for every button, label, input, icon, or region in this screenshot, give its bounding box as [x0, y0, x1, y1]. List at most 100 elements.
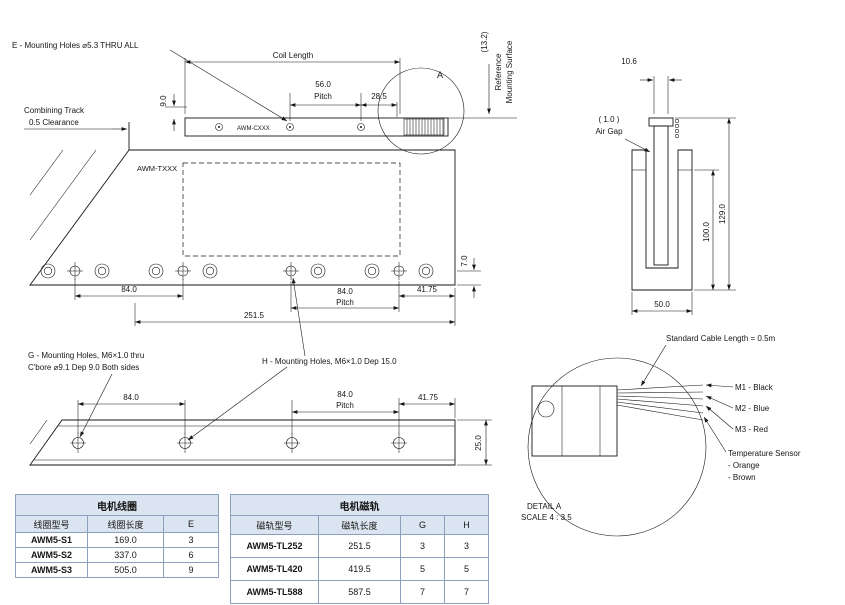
dim-pitch-label: Pitch — [336, 401, 354, 410]
table-row: AWM5-S1 169.0 3 — [15, 532, 219, 548]
dim-41-75: 41.75 — [417, 285, 438, 294]
detail-a-view: Standard Cable Length = 0.5m M1 - Black … — [521, 334, 801, 537]
table-cell: 7 — [444, 580, 489, 604]
hole-centerline — [70, 433, 86, 453]
hole-centerline — [391, 433, 407, 453]
side-view: G - Mounting Holes, M6×1.0 thru C'bore ⌀… — [28, 277, 492, 466]
leader-e — [169, 49, 288, 122]
hole-centerline — [175, 262, 191, 280]
table-cell: AWM5-TL588 — [230, 580, 319, 604]
table-cell: 419.5 — [318, 557, 401, 581]
table-cell: AWM5-S3 — [15, 562, 88, 578]
table-row: AWM5-S3 505.0 9 — [15, 562, 219, 578]
leader-g — [79, 373, 113, 438]
wire-dot — [675, 129, 679, 133]
table-cell: 587.5 — [318, 580, 401, 604]
hole-e-center — [289, 126, 291, 128]
coil-part-number: AWM-CXXX — [237, 126, 270, 132]
dim-10-6: 10.6 — [621, 57, 637, 66]
cable-wires — [616, 384, 704, 421]
dim-100: 100.0 — [702, 221, 711, 242]
break-line — [29, 149, 64, 196]
wire — [616, 401, 704, 414]
label-temp-orange: - Orange — [728, 461, 760, 470]
hole-e-center — [360, 126, 362, 128]
break-line — [29, 419, 48, 445]
coil-body — [184, 117, 449, 137]
hole-cbore-inner — [421, 266, 431, 276]
table-row: AWM5-TL588 587.5 7 7 — [230, 580, 489, 604]
track-table-header-model: 磁轨型号 — [230, 515, 319, 535]
hole-cbore — [418, 263, 434, 279]
dim-coil-length-label: Coil Length — [273, 51, 313, 60]
dim-129: 129.0 — [718, 203, 727, 224]
wire — [616, 404, 704, 421]
dim-28-5: 28.5 — [371, 92, 387, 101]
wire — [616, 395, 704, 400]
note-g-line2: C'bore ⌀9.1 Dep 9.0 Both sides — [28, 363, 139, 372]
dim-50: 50.0 — [654, 300, 670, 309]
hole-e — [215, 123, 223, 131]
table-cell: 251.5 — [318, 534, 401, 558]
table-row: AWM5-TL420 419.5 5 5 — [230, 557, 489, 581]
coil-table-title: 电机线圈 — [15, 494, 219, 516]
coil-mounting-holes-e — [215, 123, 365, 131]
reference-surface-label-1: Reference — [494, 53, 503, 90]
leader-h-top — [291, 277, 306, 357]
air-gap-label: Air Gap — [595, 127, 623, 136]
dim-13-2: (13.2) — [480, 31, 489, 52]
hole-cbore-inner — [97, 266, 107, 276]
hole-centerline — [283, 262, 299, 280]
track-table-header-g: G — [400, 515, 445, 535]
track-table-title: 电机磁轨 — [230, 494, 489, 516]
side-holes — [70, 433, 407, 453]
dim-84-left: 84.0 — [123, 393, 139, 402]
leader-cable — [640, 344, 667, 387]
table-cell: 337.0 — [87, 547, 164, 563]
note-combining-track-1: Combining Track — [24, 106, 85, 115]
detail-a-circle — [377, 67, 465, 155]
detail-a-title: DETAIL A — [527, 502, 562, 511]
table-cell: 169.0 — [87, 532, 164, 548]
top-view: A E - Mounting Holes ⌀5.3 THRU ALL Coil … — [12, 31, 517, 326]
label-wire-m1: M1 - Black — [735, 383, 774, 392]
wire — [616, 391, 704, 394]
leader-air-gap — [624, 138, 651, 153]
track-outline — [29, 149, 456, 286]
dim-41-75: 41.75 — [418, 393, 439, 402]
hole-cbore-inner — [205, 266, 215, 276]
leader-m3 — [705, 405, 734, 430]
holes-cbore — [40, 263, 434, 279]
note-e-mounting-holes: E - Mounting Holes ⌀5.3 THRU ALL — [12, 41, 139, 50]
detail-a-scale: SCALE 4 : 3.5 — [521, 513, 572, 522]
table-cell: 5 — [400, 557, 445, 581]
break-line — [29, 149, 97, 241]
dim-84-left: 84.0 — [121, 285, 137, 294]
wire — [616, 398, 704, 407]
table-cell: 3 — [400, 534, 445, 558]
table-cell: AWM5-S2 — [15, 547, 88, 563]
table-row: AWM5-TL252 251.5 3 3 — [230, 534, 489, 558]
hole-cbore-inner — [43, 266, 53, 276]
hole-centerline — [177, 433, 193, 453]
reference-surface-label-2: Mounting Surface — [505, 40, 514, 103]
hole-e — [286, 123, 294, 131]
track-section-outline — [631, 149, 693, 291]
table-cell: 9 — [163, 562, 219, 578]
track-mounting-holes — [40, 262, 434, 280]
table-cell: AWM5-TL420 — [230, 557, 319, 581]
coil-footprint-hidden-outline — [182, 162, 401, 257]
hole-cbore-inner — [367, 266, 377, 276]
hole-cbore — [148, 263, 164, 279]
wire-dot — [675, 124, 679, 128]
coil-blade-section — [653, 125, 669, 266]
hole-cbore-inner — [151, 266, 161, 276]
coil-table-header-e: E — [163, 515, 219, 533]
note-combining-track-2: 0.5 Clearance — [29, 118, 79, 127]
coil-table-header-model: 线圈型号 — [15, 515, 88, 533]
leader-m2 — [705, 395, 734, 409]
table-cell: AWM5-TL252 — [230, 534, 319, 558]
wire-dot — [675, 119, 679, 123]
hole-cbore — [364, 263, 380, 279]
